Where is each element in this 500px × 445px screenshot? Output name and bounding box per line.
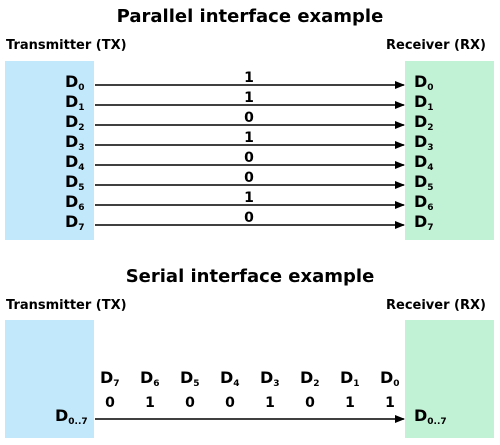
parallel-receiver-box (405, 61, 494, 240)
parallel-tx-label: Transmitter (TX) (6, 38, 127, 53)
stream-bit-d4: 0 (225, 395, 235, 411)
serial-tx-label: Transmitter (TX) (6, 298, 127, 313)
rx-pin-d6: D6 (414, 192, 434, 213)
bit-value-d1: 1 (244, 90, 254, 106)
stream-bit-d7: 0 (105, 395, 115, 411)
stream-label-d4: D4 (220, 368, 240, 389)
stream-bit-d5: 0 (185, 395, 195, 411)
stream-label-d1: D1 (340, 368, 360, 389)
bit-value-d7: 0 (244, 210, 254, 226)
rx-pin-d0: D0 (414, 72, 434, 93)
rx-serial-port: D0..7 (414, 406, 447, 427)
stream-label-d3: D3 (260, 368, 280, 389)
rx-pin-d3: D3 (414, 132, 434, 153)
bit-value-d5: 0 (244, 170, 254, 186)
serial-receiver-box (405, 320, 494, 438)
tx-pin-d3: D3 (65, 132, 85, 153)
parallel-rx-label: Receiver (RX) (386, 38, 486, 53)
tx-pin-d5: D5 (65, 172, 85, 193)
serial-transmitter-box (5, 320, 94, 438)
tx-serial-port: D0..7 (55, 406, 88, 427)
stream-label-d6: D6 (140, 368, 160, 389)
stream-label-d2: D2 (300, 368, 320, 389)
serial-rx-label: Receiver (RX) (386, 298, 486, 313)
stream-label-d0: D0 (380, 368, 400, 389)
bit-value-d2: 0 (244, 110, 254, 126)
bit-value-d0: 1 (244, 70, 254, 86)
bit-value-d4: 0 (244, 150, 254, 166)
rx-pin-d5: D5 (414, 172, 434, 193)
stream-bit-d1: 1 (345, 395, 355, 411)
tx-pin-d2: D2 (65, 112, 85, 133)
parallel-transmitter-box (5, 61, 94, 240)
tx-pin-d7: D7 (65, 212, 85, 233)
tx-pin-d6: D6 (65, 192, 85, 213)
stream-bit-d3: 1 (265, 395, 275, 411)
bit-value-d3: 1 (244, 130, 254, 146)
stream-bit-d2: 0 (305, 395, 315, 411)
tx-pin-d1: D1 (65, 92, 85, 113)
rx-pin-d2: D2 (414, 112, 434, 133)
rx-pin-d7: D7 (414, 212, 434, 233)
stream-label-d7: D7 (100, 368, 120, 389)
tx-pin-d0: D0 (65, 72, 85, 93)
serial-title: Serial interface example (125, 266, 375, 287)
stream-label-d5: D5 (180, 368, 200, 389)
bit-value-d6: 1 (244, 190, 254, 206)
rx-pin-d1: D1 (414, 92, 434, 113)
stream-bit-d6: 1 (145, 395, 155, 411)
tx-pin-d4: D4 (65, 152, 85, 173)
parallel-title: Parallel interface example (116, 6, 384, 27)
stream-bit-d0: 1 (385, 395, 395, 411)
rx-pin-d4: D4 (414, 152, 434, 173)
